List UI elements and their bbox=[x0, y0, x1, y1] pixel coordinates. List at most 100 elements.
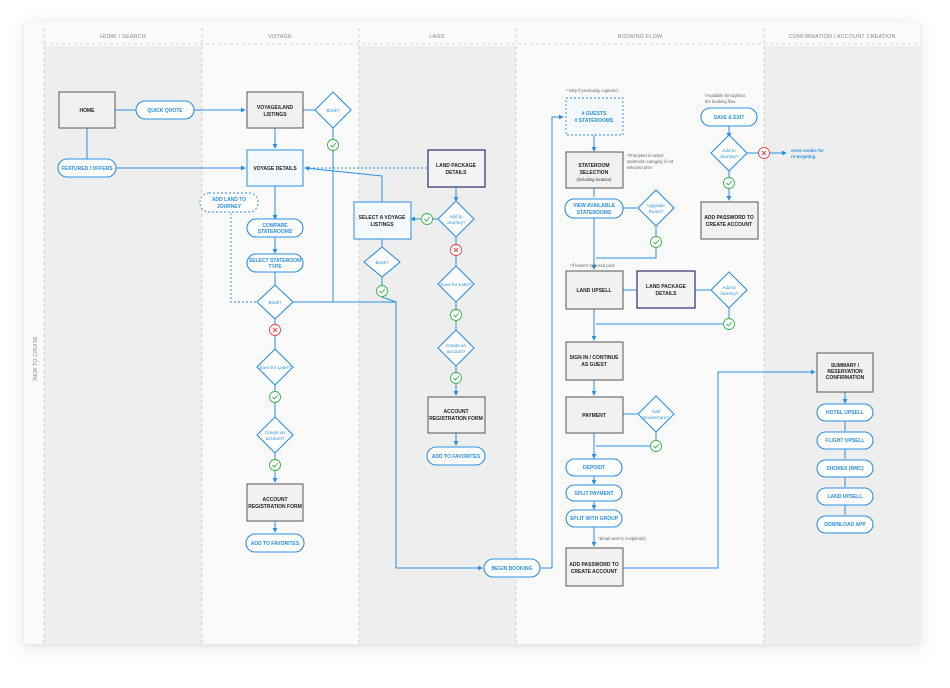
node-label: ADD LAND TO bbox=[212, 197, 246, 203]
x-icon bbox=[269, 324, 281, 336]
node-featured-offers: FEATURED / OFFERS bbox=[57, 158, 117, 178]
pill-shape bbox=[135, 100, 195, 120]
lane-title-home-search: HOME / SEARCH bbox=[100, 34, 146, 40]
node-label: LAND UPSELL bbox=[577, 288, 612, 294]
note-line: selected prior bbox=[627, 165, 653, 170]
x-icon bbox=[450, 244, 462, 256]
decision-label: Room? bbox=[649, 209, 664, 214]
lane-backgrounds bbox=[44, 46, 920, 644]
decision-diamond bbox=[314, 91, 352, 129]
node-label: RESERVATION bbox=[827, 369, 863, 375]
process-box bbox=[246, 91, 304, 129]
node-book-decision-2: Book? bbox=[256, 284, 294, 320]
node-label: LISTINGS bbox=[263, 112, 287, 118]
lane-title-confirmation: CONFIRMATION / ACCOUNT CREATION bbox=[788, 34, 895, 40]
process-box bbox=[636, 270, 696, 309]
connectors bbox=[86, 107, 848, 571]
row-label-new-to-cruise: NEW TO CRUISE bbox=[33, 336, 39, 380]
node-create-account-1: Create an account? bbox=[256, 416, 294, 454]
decision-label: Add to bbox=[722, 285, 736, 290]
note-available-throughout: *Available throughout the booking flow bbox=[705, 93, 746, 104]
process-box bbox=[565, 151, 624, 189]
pill-shape bbox=[246, 253, 304, 273]
node-split-payment: SPLIT PAYMENT bbox=[565, 484, 623, 502]
pill-shape bbox=[57, 158, 117, 178]
note-prompted: *Prompted to select stateroom category i… bbox=[627, 153, 674, 170]
node-label: VOYAGE/LAND bbox=[257, 105, 294, 111]
decision-label: Journey? bbox=[720, 154, 739, 159]
node-label: SAVE & EXIT bbox=[714, 115, 745, 121]
node-view-available-staterooms: VIEW AVAILABLE STATEROOMS bbox=[564, 198, 624, 219]
node-label: SHOREX (RMC) bbox=[826, 466, 864, 472]
pill-shape bbox=[565, 484, 623, 502]
node-stateroom-selection: STATEROOM SELECTION (including location) bbox=[565, 151, 624, 189]
node-begin-booking: BEGIN BOOKING bbox=[483, 558, 541, 578]
decision-label: Add to bbox=[449, 214, 463, 219]
node-home: HOME bbox=[58, 91, 116, 129]
node-label: AS GUEST bbox=[581, 362, 607, 368]
node-land-package-details-1: LAND PACKAGE DETAILS bbox=[427, 149, 486, 188]
process-box bbox=[565, 270, 624, 310]
node-label: ACCOUNT bbox=[444, 409, 469, 415]
node-label: HOME bbox=[80, 108, 96, 114]
x-icon bbox=[758, 147, 770, 159]
node-label: DETAILS bbox=[445, 170, 467, 176]
check-icon bbox=[650, 236, 662, 248]
node-quick-quote: QUICK QUOTE bbox=[135, 100, 195, 120]
node-split-with-group: SPLIT WITH GROUP bbox=[565, 509, 623, 528]
pill-shape bbox=[426, 446, 486, 466]
node-label: REGISTRATION FORM bbox=[248, 504, 302, 510]
connector bbox=[304, 165, 383, 202]
node-land-package-details-2: LAND PACKAGE DETAILS bbox=[636, 270, 696, 309]
node-add-to-favorites-2: ADD TO FAVORITES bbox=[426, 446, 486, 466]
process-box bbox=[353, 201, 412, 240]
node-label: ADD PASSWORD TO bbox=[704, 215, 754, 221]
decision-diamond bbox=[637, 395, 675, 433]
decision-label: account? bbox=[447, 349, 466, 354]
node-label: LISTINGS bbox=[370, 222, 394, 228]
node-sign-in: SIGN IN / CONTINUE AS GUEST bbox=[565, 341, 624, 381]
node-add-to-favorites-1: ADD TO FAVORITES bbox=[245, 533, 305, 553]
process-box bbox=[58, 91, 116, 129]
node-shorex: SHOREX (RMC) bbox=[816, 459, 874, 478]
decision-label: Add to bbox=[722, 148, 736, 153]
node-label: LAND PACKAGE bbox=[436, 163, 477, 169]
node-label: CONFIRMATION bbox=[826, 375, 865, 381]
process-box bbox=[565, 396, 624, 434]
decision-diamond bbox=[437, 200, 475, 238]
node-label: JOURNEY bbox=[217, 204, 242, 210]
node-label: SPLIT WITH GROUP bbox=[570, 516, 619, 522]
check-icon bbox=[269, 391, 281, 403]
node-label: # GUESTS bbox=[582, 111, 607, 117]
node-account-registration-2: ACCOUNT REGISTRATION FORM bbox=[427, 396, 486, 434]
pill-shape bbox=[816, 431, 874, 450]
pill-shape bbox=[564, 198, 624, 219]
node-land-upsell: LAND UPSELL bbox=[565, 270, 624, 310]
node-payment: PAYMENT bbox=[565, 396, 624, 434]
node-hotel-upsell: HOTEL UPSELL bbox=[816, 403, 874, 422]
node-label: STATEROOMS bbox=[258, 229, 293, 235]
node-add-cruisecare: Add CruiseCare? bbox=[637, 395, 675, 433]
node-guests-staterooms: # GUESTS # STATEROOMS bbox=[565, 97, 624, 136]
node-label: ADD TO FAVORITES bbox=[432, 454, 481, 460]
lane-title-booking-flow: BOOKING FLOW bbox=[618, 34, 663, 40]
note-skip-captured: * Skip if previously captured bbox=[566, 88, 618, 93]
node-label: STATEROOMS bbox=[577, 210, 612, 216]
node-label: CREATE ACCOUNT bbox=[571, 569, 617, 575]
node-label: SPLIT PAYMENT bbox=[574, 491, 613, 497]
node-label: SELECT A VOYAGE bbox=[359, 215, 406, 221]
note-line: *Prompted to select bbox=[627, 153, 664, 158]
note-line: store cookie for bbox=[791, 148, 824, 153]
node-label: CREATE ACCOUNT bbox=[706, 222, 752, 228]
node-add-land-to-journey: ADD LAND TO JOURNEY bbox=[199, 192, 259, 213]
node-label: COMPARE bbox=[262, 223, 288, 229]
lane-bg-home bbox=[44, 46, 202, 644]
pill-shape bbox=[565, 509, 623, 528]
node-add-password-2: ADD PASSWORD TO CREATE ACCOUNT bbox=[700, 201, 759, 240]
node-add-password-1: ADD PASSWORD TO CREATE ACCOUNT bbox=[565, 547, 624, 587]
node-label: DOWNLOAD APP bbox=[824, 522, 866, 528]
pill-shape bbox=[816, 515, 874, 534]
decision-diamond bbox=[363, 246, 401, 278]
decision-label: Book? bbox=[375, 260, 388, 265]
node-save-later-1: Save for Later? bbox=[256, 348, 294, 386]
